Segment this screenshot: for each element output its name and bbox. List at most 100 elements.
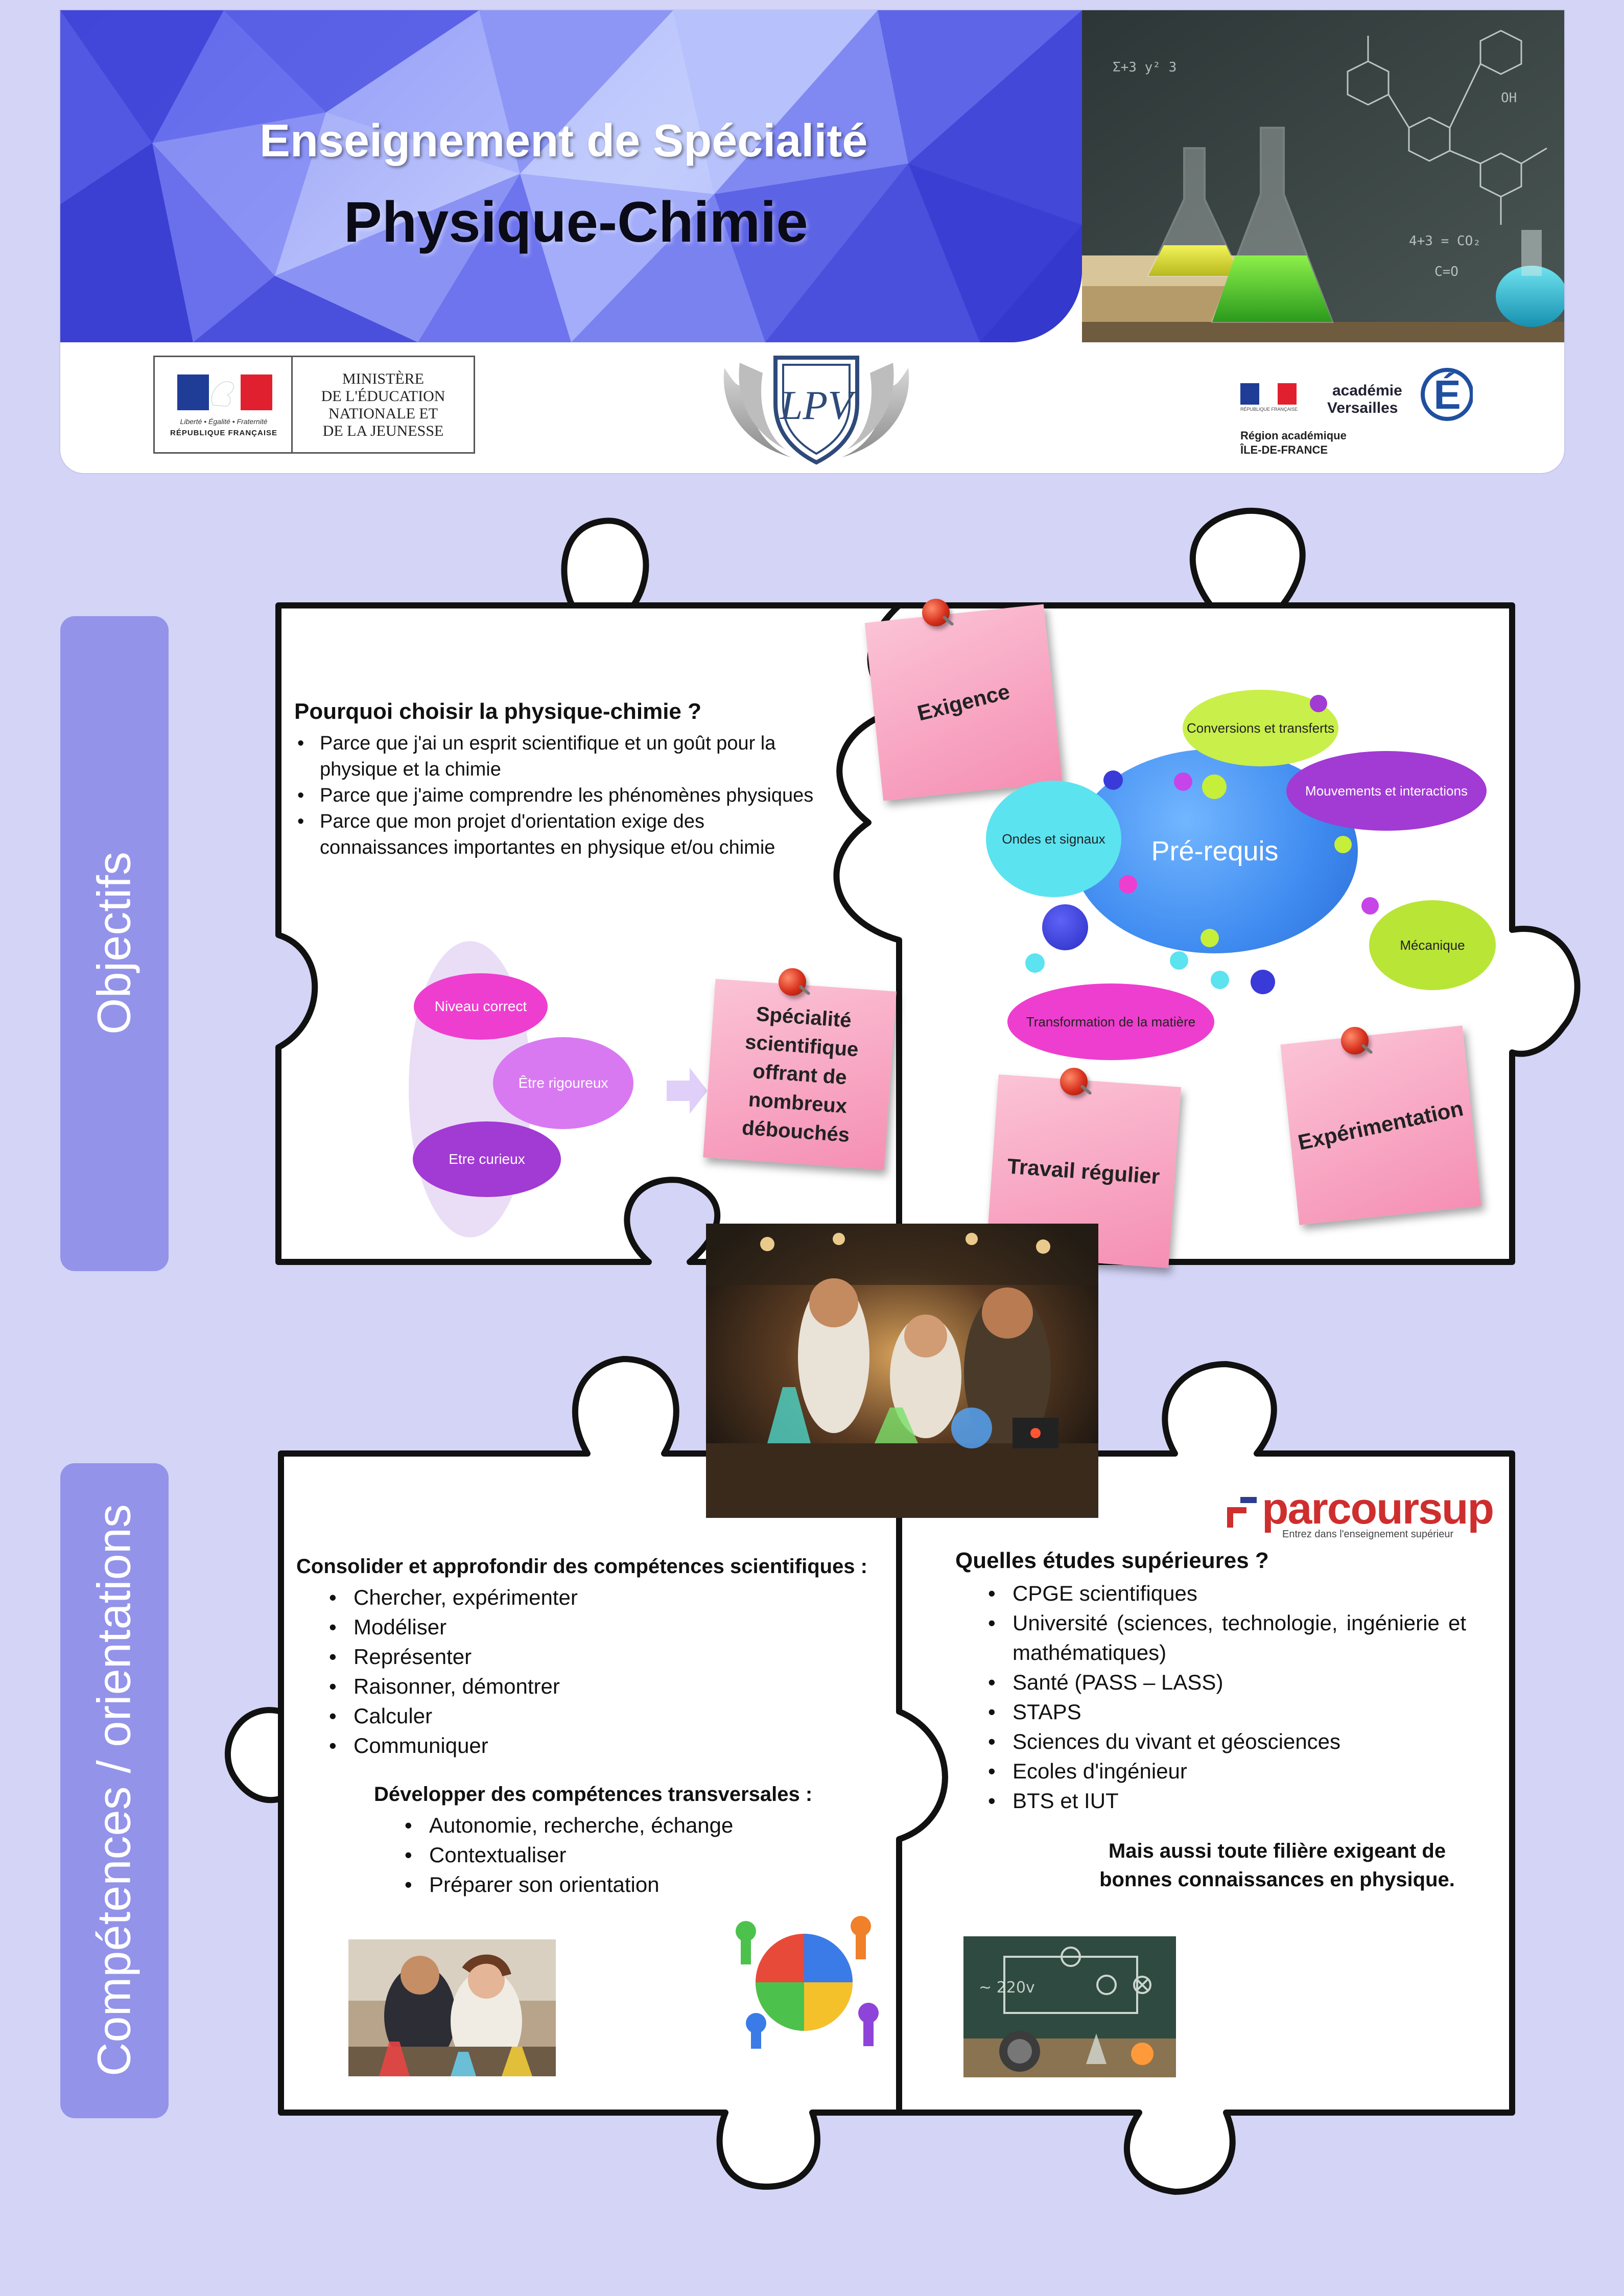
experimentation-note: Expérimentation [1280,1025,1481,1225]
academie-word: académie [1332,382,1402,399]
french-flag-icon [177,374,272,410]
puzzle-knob-top [561,518,649,608]
list-item: Parce que j'ai un esprit scientifique et… [295,731,837,783]
rf-motto: Liberté • Égalité • Fraternité [180,417,268,426]
parcoursup-logo: parcoursup Entrez dans l'enseignement su… [1226,1484,1512,1543]
list-item: Parce que mon projet d'orientation exige… [295,809,837,861]
region-line-2: ÎLE-DE-FRANCE [1240,443,1328,456]
academie-versailles-logo: RÉPUBLIQUE FRANÇAISE académie Versailles… [1240,358,1506,460]
ministere-text: MINISTÈRE DE L'ÉDUCATION NATIONALE ET DE… [299,370,467,440]
svg-text:OH: OH [1501,90,1517,106]
lpv-monogram: LPV [780,383,857,428]
list-item: Autonomie, recherche, échange [403,1811,862,1840]
mouvements-bubble: Mouvements et interactions [1286,751,1487,831]
decor-dot [1334,836,1352,853]
list-item: Raisonner, démontrer [327,1672,787,1701]
push-pin-icon [1341,1027,1369,1055]
academie-letter: É [1433,372,1461,417]
arrow-right-icon [667,1068,708,1114]
list-item: Ecoles d'ingénieur [986,1756,1466,1786]
list-item: Université (sciences, technologie, ingén… [986,1608,1466,1668]
side-tab-competences: Compétences / orientations [60,1463,169,2118]
decor-dot [1202,775,1227,799]
circuit-blackboard-photo: ~ 220v [963,1936,1176,2077]
list-item: CPGE scientifiques [986,1579,1466,1608]
list-item: Communiquer [327,1731,787,1761]
list-item: Préparer son orientation [403,1870,862,1900]
region-line-1: Région académique [1240,429,1347,442]
ministere-line: MINISTÈRE [342,370,424,387]
etre-curieux-ellipse: Etre curieux [413,1121,561,1197]
exigence-note: Exigence [864,604,1063,801]
decor-dot [1310,695,1327,712]
teamwork-puzzle-icon [736,1916,879,2049]
experimentation-label: Expérimentation [1296,1095,1466,1155]
decor-dot [1025,953,1045,973]
pourquoi-title: Pourquoi choisir la physique-chimie ? [294,699,702,724]
list-item: Modéliser [327,1612,787,1642]
versailles-word: Versailles [1327,400,1398,416]
competences-list: Chercher, expérimenter Modéliser Représe… [327,1583,787,1761]
list-item: Chercher, expérimenter [327,1583,787,1612]
mais-aussi-text: Mais aussi toute filière exigeant de bon… [1099,1840,1455,1891]
chemistry-blackboard-photo: Σ+3 y² 3 4+3 = CO₂ OH C=O [1082,10,1564,342]
competences-title: Consolider et approfondir des compétence… [296,1555,867,1578]
etudes-list: CPGE scientifiques Université (sciences,… [986,1579,1466,1816]
decor-dot [1170,951,1188,970]
decor-dot [1251,970,1275,994]
list-item: STAPS [986,1697,1466,1727]
lab-scientists-photo [706,1224,1098,1518]
decor-dot [1042,904,1088,950]
exigence-label: Exigence [914,679,1013,725]
parcoursup-bracket-icon [1227,1497,1257,1528]
ministere-line: DE L'ÉDUCATION [321,388,445,405]
etre-rigoureux-ellipse: Être rigoureux [493,1037,633,1129]
title-line-1: Enseignement de Spécialité [260,115,868,167]
lpv-shield-logo: LPV [723,356,909,465]
parcoursup-tagline: Entrez dans l'enseignement supérieur [1282,1529,1454,1540]
mecanique-bubble: Mécanique [1369,900,1496,990]
title-line-2: Physique-Chimie [344,190,808,254]
push-pin-icon [922,599,950,626]
svg-text:4+3 = CO₂: 4+3 = CO₂ [1409,233,1481,249]
list-item: Sciences du vivant et géosciences [986,1727,1466,1756]
decor-dot [1361,897,1379,915]
pourquoi-list: Parce que j'ai un esprit scientifique et… [295,731,837,861]
decor-dot [1211,971,1229,989]
decor-dot [1201,929,1219,947]
decor-dot [1119,875,1137,894]
list-item: Contextualiser [403,1840,862,1870]
title-banner: Enseignement de Spécialité Physique-Chim… [60,10,1082,342]
list-item: Santé (PASS – LASS) [986,1668,1466,1697]
push-pin-icon [1060,1068,1088,1095]
side-tab-objectifs: Objectifs [60,616,169,1271]
ondes-bubble: Ondes et signaux [986,781,1121,897]
list-item: Représenter [327,1642,787,1672]
transformation-bubble: Transformation de la matière [1007,983,1214,1060]
low-poly-background [60,10,1082,342]
academie-e-icon: É [1421,368,1473,421]
push-pin-icon [779,968,806,996]
specialite-note: Spécialité scientifique offrant de nombr… [703,979,897,1170]
list-item: Parce que j'aime comprendre les phénomèn… [295,783,837,809]
list-item: Calculer [327,1701,787,1731]
puzzle-knob-top-right [1189,507,1306,608]
parcoursup-word: parcoursup [1262,1484,1494,1533]
niveau-correct-ellipse: Niveau correct [414,973,548,1040]
svg-text:Σ+3 y² 3: Σ+3 y² 3 [1113,60,1176,75]
header-banner: Enseignement de Spécialité Physique-Chim… [60,10,1564,473]
transversales-list: Autonomie, recherche, échange Contextual… [403,1811,862,1900]
transversales-title: Développer des compétences transversales… [374,1783,813,1806]
rf-name: RÉPUBLIQUE FRANÇAISE [170,429,277,437]
puzzle-knob-left [224,1707,284,1803]
ministere-logo: Liberté • Égalité • Fraternité RÉPUBLIQU… [153,356,475,454]
rf-name-small: RÉPUBLIQUE FRANÇAISE [1240,407,1298,412]
svg-text:C=O: C=O [1434,264,1458,279]
list-item: BTS et IUT [986,1786,1466,1816]
decor-dot [1103,770,1123,790]
french-flag-icon [1240,383,1297,405]
decor-dot [1174,772,1192,791]
ministere-line: DE LA JEUNESSE [322,423,444,439]
students-lab-photo [348,1939,556,2076]
etudes-title: Quelles études supérieures ? [955,1548,1269,1573]
